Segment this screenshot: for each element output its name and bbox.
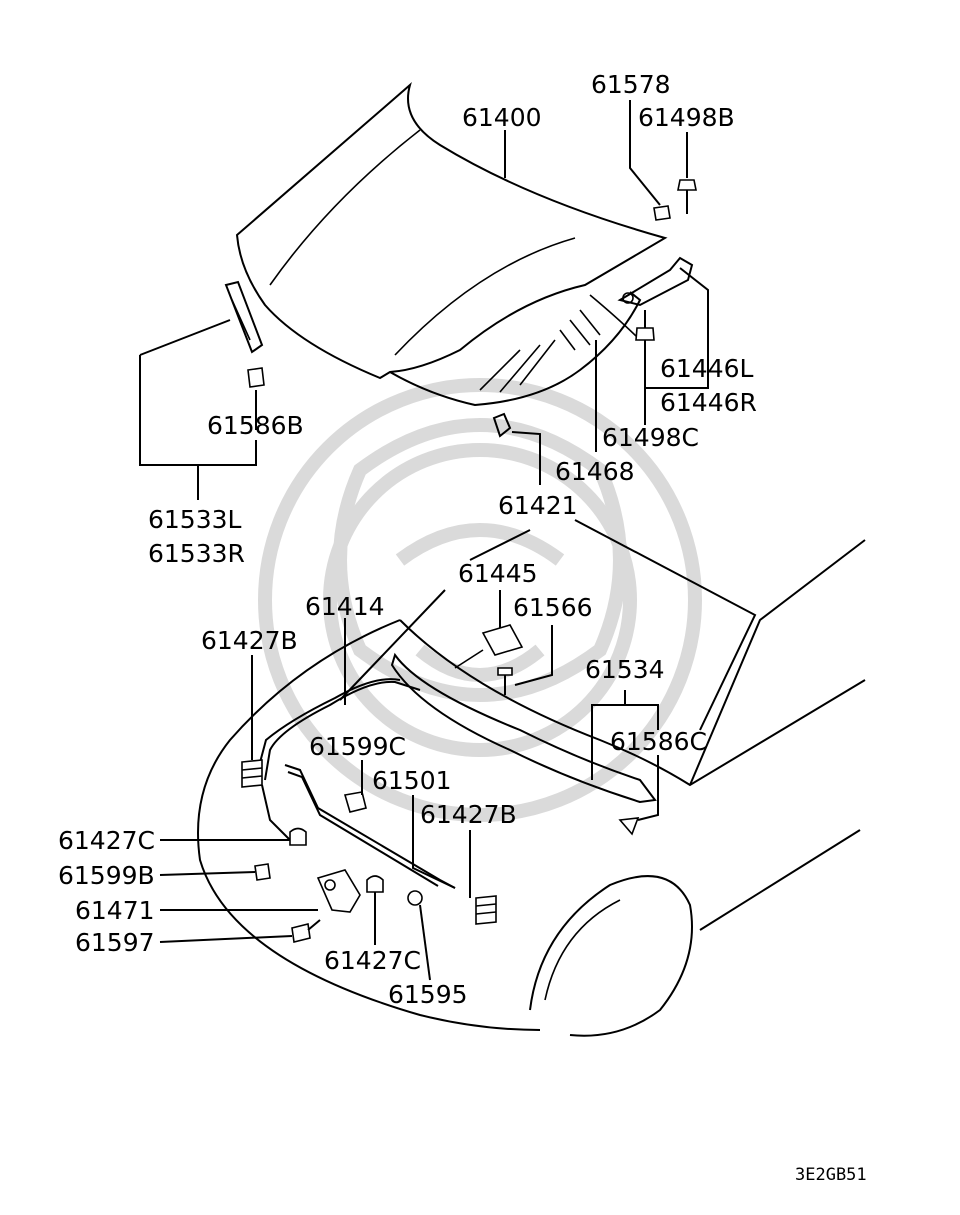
clip-61599B [254,863,271,881]
drawing-code: 3E2GB51 [795,1165,867,1185]
label-61595: 61595 [388,980,468,1009]
label-61445: 61445 [458,559,538,588]
label-61446R: 61446R [660,388,757,417]
clip-61421 [492,412,512,438]
hood-bracket [224,280,264,354]
grommet-61595 [407,890,423,906]
clip-61586B [247,367,265,388]
label-61446L: 61446L [660,354,754,383]
label-61533R: 61533R [148,539,245,568]
label-61501: 61501 [372,766,452,795]
hood-seal [390,652,657,804]
part-labels: 61578 61498B 61400 61446L 61446R 61498C … [58,70,867,1185]
label-61427C-bottom: 61427C [324,946,421,975]
label-61534: 61534 [585,655,665,684]
buffer-61427B-right [475,895,497,925]
label-61400: 61400 [462,103,542,132]
buffer-61427C-bottom [366,875,384,893]
label-61498B: 61498B [638,103,735,132]
label-61586B: 61586B [207,411,304,440]
label-61566: 61566 [513,593,593,622]
buffer-61427C-left [289,827,307,846]
release-cable [257,678,421,841]
label-61427C-left: 61427C [58,826,155,855]
label-61597: 61597 [75,928,155,957]
label-61578: 61578 [591,70,671,99]
clip-61599C [343,791,367,813]
nut-61578 [653,205,671,221]
clip-61586C [618,817,640,836]
screw-61566 [497,667,513,695]
car-front-body [197,539,866,1037]
bolt-61597 [291,919,321,943]
hood-panel [235,82,668,407]
label-61414: 61414 [305,592,385,621]
label-61427B-right: 61427B [420,800,517,829]
label-61427B-top: 61427B [201,626,298,655]
watermark-emblem [258,378,702,822]
buffer-61427B-left [241,759,263,788]
hood-hinge [617,256,694,307]
label-61421: 61421 [498,491,578,520]
label-61599C: 61599C [309,732,406,761]
label-61533L: 61533L [148,505,242,534]
bolt-61498B [677,179,697,214]
label-61468: 61468 [555,457,635,486]
bolt-61498C [635,310,655,341]
label-61586C: 61586C [610,727,707,756]
hood-lock [316,869,361,913]
leader-lines [139,100,757,981]
label-61471: 61471 [75,896,155,925]
label-61498C: 61498C [602,423,699,452]
label-61599B: 61599B [58,861,155,890]
hood-hook [454,624,524,669]
